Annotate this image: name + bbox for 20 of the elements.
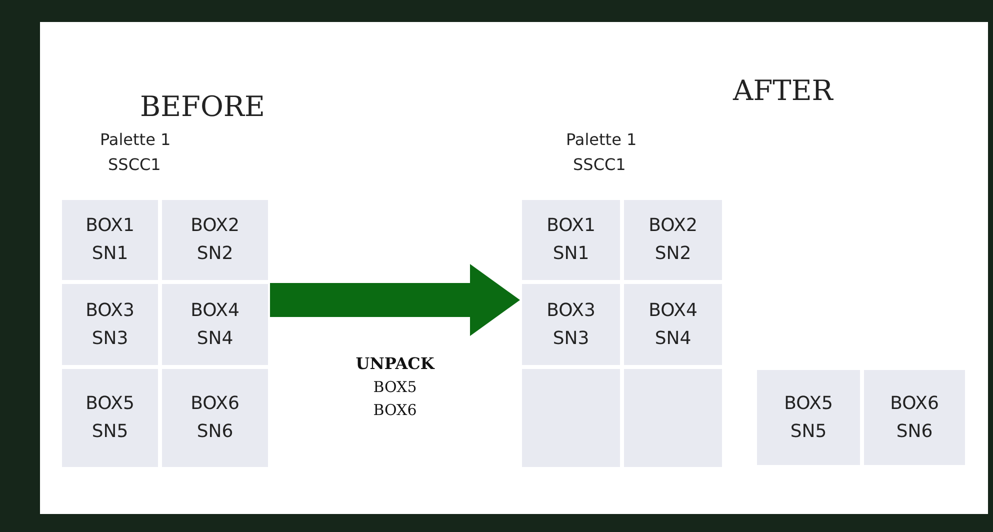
box-cell: BOX2 SN2: [624, 200, 722, 280]
palette-label: Palette 1: [100, 130, 171, 149]
box-cell: BOX2 SN2: [162, 200, 268, 280]
box-cell: BOX4 SN4: [624, 284, 722, 365]
box-cell: BOX1 SN1: [522, 200, 620, 280]
palette-label: SSCC1: [108, 155, 161, 174]
palette-label: Palette 1: [566, 130, 637, 149]
box-cell: BOX3 SN3: [62, 284, 158, 365]
palette-label: SSCC1: [573, 155, 626, 174]
section-heading: BEFORE: [140, 90, 265, 123]
edge-label: UNPACK BOX5 BOX6: [355, 353, 435, 420]
box-cell: BOX5 SN5: [62, 369, 158, 467]
box-cell: BOX6 SN6: [162, 369, 268, 467]
section-heading: AFTER: [733, 74, 833, 107]
arrow: [270, 264, 520, 336]
box-cell: BOX4 SN4: [162, 284, 268, 365]
box-cell: BOX6 SN6: [864, 370, 965, 465]
box-cell: BOX3 SN3: [522, 284, 620, 365]
box-cell: BOX1 SN1: [62, 200, 158, 280]
box-cell: BOX5 SN5: [757, 370, 860, 465]
